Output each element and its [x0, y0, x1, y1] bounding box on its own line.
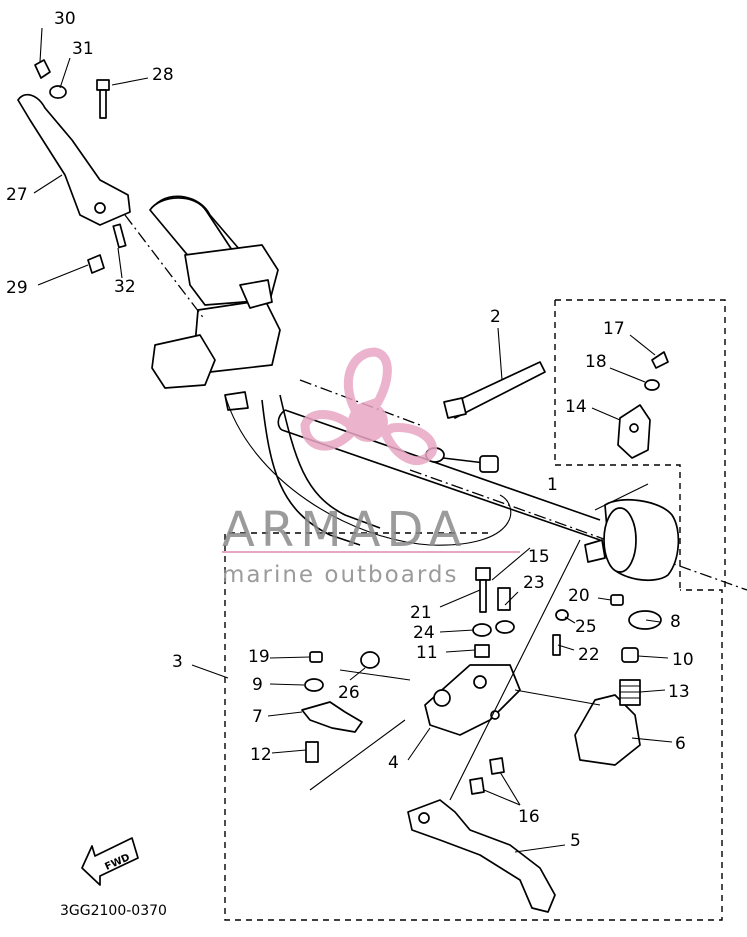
assembly-box-14 [554, 299, 726, 590]
callout-30: 30 [54, 9, 76, 29]
callout-21: 21 [410, 603, 432, 623]
callout-22: 22 [578, 645, 600, 665]
lever-5 [407, 799, 556, 913]
callout-13: 13 [668, 682, 690, 702]
screw-20 [610, 594, 624, 606]
plug-connector [425, 447, 499, 473]
callout-23: 23 [523, 573, 545, 593]
washer-18 [644, 379, 660, 391]
screw-19 [309, 651, 323, 663]
callout-25: 25 [575, 617, 597, 637]
pin-22 [552, 634, 561, 656]
callout-7: 7 [252, 707, 263, 727]
callout-28: 28 [152, 65, 174, 85]
callout-18: 18 [585, 352, 607, 372]
lever-27 [17, 93, 131, 226]
watermark-logo-icon [300, 347, 437, 466]
switch-housing-1 [584, 498, 680, 582]
cable-band-2 [443, 361, 546, 419]
callout-31: 31 [72, 39, 94, 59]
bolt-21 [475, 567, 491, 613]
callout-24: 24 [413, 623, 435, 643]
washer-24 [472, 620, 515, 637]
callout-1: 1 [547, 475, 558, 495]
fwd-arrow-icon: FWD [81, 837, 139, 886]
nut-16 [469, 757, 505, 795]
watermark-tagline: marine outboards [222, 562, 458, 588]
screw-17 [651, 351, 669, 369]
clamp-14 [617, 404, 651, 459]
bolt-28 [96, 79, 110, 119]
callout-16: 16 [518, 807, 540, 827]
nut-11 [474, 644, 490, 658]
callout-9: 9 [252, 675, 263, 695]
screw-32 [112, 223, 127, 249]
callout-10: 10 [672, 650, 694, 670]
spring-12 [305, 741, 319, 763]
drawing-code: 3GG2100-0370 [60, 903, 167, 919]
callout-12: 12 [250, 745, 272, 765]
callout-3: 3 [172, 652, 183, 672]
plate-8 [628, 610, 662, 630]
callout-26: 26 [338, 683, 360, 703]
nut-29 [87, 254, 105, 274]
callout-14: 14 [565, 397, 587, 417]
callout-32: 32 [114, 277, 136, 297]
plate-7 [301, 701, 363, 733]
lever-holder-4 [424, 664, 521, 736]
callout-4: 4 [388, 753, 399, 773]
callout-17: 17 [603, 319, 625, 339]
spring-13 [619, 679, 641, 706]
callout-labels: 1 2 3 4 5 6 7 8 9 10 11 12 13 14 15 16 1… [6, 9, 694, 851]
screw-10 [621, 647, 639, 663]
callout-27: 27 [6, 185, 28, 205]
callout-6: 6 [675, 734, 686, 754]
handlebar [124, 195, 747, 591]
cap-26 [360, 651, 380, 669]
callout-2: 2 [490, 307, 501, 327]
leader-lines [33, 27, 673, 853]
callout-5: 5 [570, 831, 581, 851]
bolt-30 [34, 59, 51, 79]
callout-15: 15 [528, 547, 550, 567]
callout-20: 20 [568, 586, 590, 606]
callout-29: 29 [6, 278, 28, 298]
collar-23 [497, 587, 511, 611]
washer-31 [49, 85, 67, 99]
callout-11: 11 [416, 643, 438, 663]
switch-6 [574, 694, 641, 766]
pin-25 [555, 609, 569, 621]
callout-19: 19 [248, 647, 270, 667]
callout-8: 8 [670, 612, 681, 632]
washer-9 [304, 678, 324, 692]
watermark-brand: ARMADA [222, 502, 467, 558]
